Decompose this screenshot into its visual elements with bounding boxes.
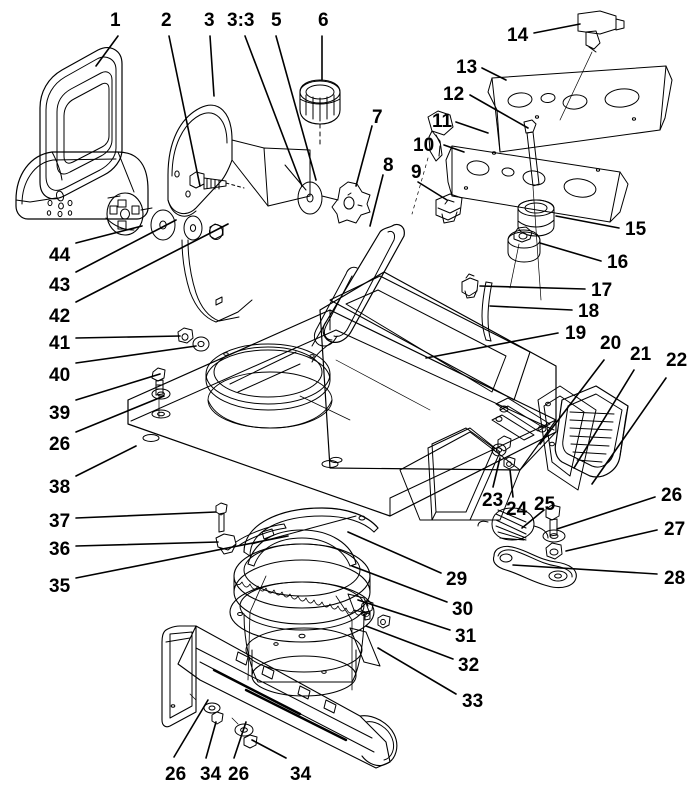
callout-16: 16 [607,252,629,273]
part-chute-mount-ring [205,343,333,429]
callout-21: 21 [630,344,652,365]
callout-30: 30 [452,599,474,620]
part-main-frame-deck [127,271,557,521]
callout-31: 31 [455,626,477,647]
callout-26-bottom-b: 26 [228,764,250,785]
callout-28: 28 [664,568,686,589]
callout-24: 24 [506,499,528,520]
part-lever-knob [331,181,371,224]
callout-44: 44 [49,245,71,266]
part-tee-fitting [559,10,625,121]
callout-34-right: 34 [290,764,312,785]
callout-33: 33 [462,691,484,712]
callout-26-right: 26 [661,485,683,506]
callout-37: 37 [49,511,71,532]
callout-3: 3 [204,10,215,31]
callout-15: 15 [625,219,647,240]
callout-41: 41 [49,333,71,354]
part-grommet [435,193,463,224]
callout-1: 1 [110,10,121,31]
part-chute-handle-lever [311,223,405,363]
callout-5: 5 [271,10,282,31]
callout-20: 20 [600,333,622,354]
part-pivot-link-plate-28 [492,545,577,589]
callout-35: 35 [49,576,71,597]
callout-39: 39 [49,403,71,424]
callout-10: 10 [413,135,435,156]
callout-34-left: 34 [200,764,222,785]
part-washer-40 [192,336,210,352]
callout-40: 40 [49,365,71,386]
part-upper-plate [487,65,673,153]
callout-42: 42 [49,306,71,327]
callout-8: 8 [383,155,394,176]
part-chute-assembly [229,529,381,697]
part-chute-base-fasteners [360,600,391,629]
callout-12: 12 [443,84,465,105]
callout-19: 19 [565,323,587,344]
callout-14: 14 [507,25,529,46]
part-lower-plate [445,145,629,223]
callout-6: 6 [318,10,329,31]
part-fuel-cap [299,79,341,147]
callout-26-bottom-a: 26 [165,764,187,785]
part-spacer-bushing-27 [542,529,566,560]
part-pulley-washer [150,209,176,241]
callout-3-3: 3:3 [227,10,255,31]
callout-26-left: 26 [49,434,71,455]
callout-43: 43 [49,275,71,296]
part-rod-clip [461,273,479,299]
callout-29: 29 [446,569,468,590]
part-lock-nut-24 [503,456,516,470]
part-flat-washer-23 [491,443,507,457]
callout-7: 7 [372,107,383,128]
part-side-rod [181,239,253,323]
part-hex-nut-41 [177,327,194,344]
callout-9: 9 [411,162,422,183]
callout-38: 38 [49,477,71,498]
callout-32: 32 [458,655,480,676]
callout-18: 18 [578,301,600,322]
part-guide-screw-37 [215,502,228,533]
part-knob-shaft [297,181,339,215]
part-scraper-bar-assembly [161,575,398,769]
callout-2: 2 [161,10,172,31]
callout-23: 23 [482,490,504,511]
callout-22: 22 [666,350,688,371]
callout-25: 25 [534,494,556,515]
callout-13: 13 [456,57,478,78]
callout-11: 11 [432,111,453,132]
callout-17: 17 [591,280,613,301]
part-console-panel [167,104,233,217]
part-engine-shroud-detail [105,217,135,231]
part-control-console [15,47,153,236]
part-washer-stack [183,215,224,241]
part-long-screw [523,119,542,301]
callout-27: 27 [664,519,686,540]
part-console-screw [189,171,245,190]
callout-36: 36 [49,539,71,560]
